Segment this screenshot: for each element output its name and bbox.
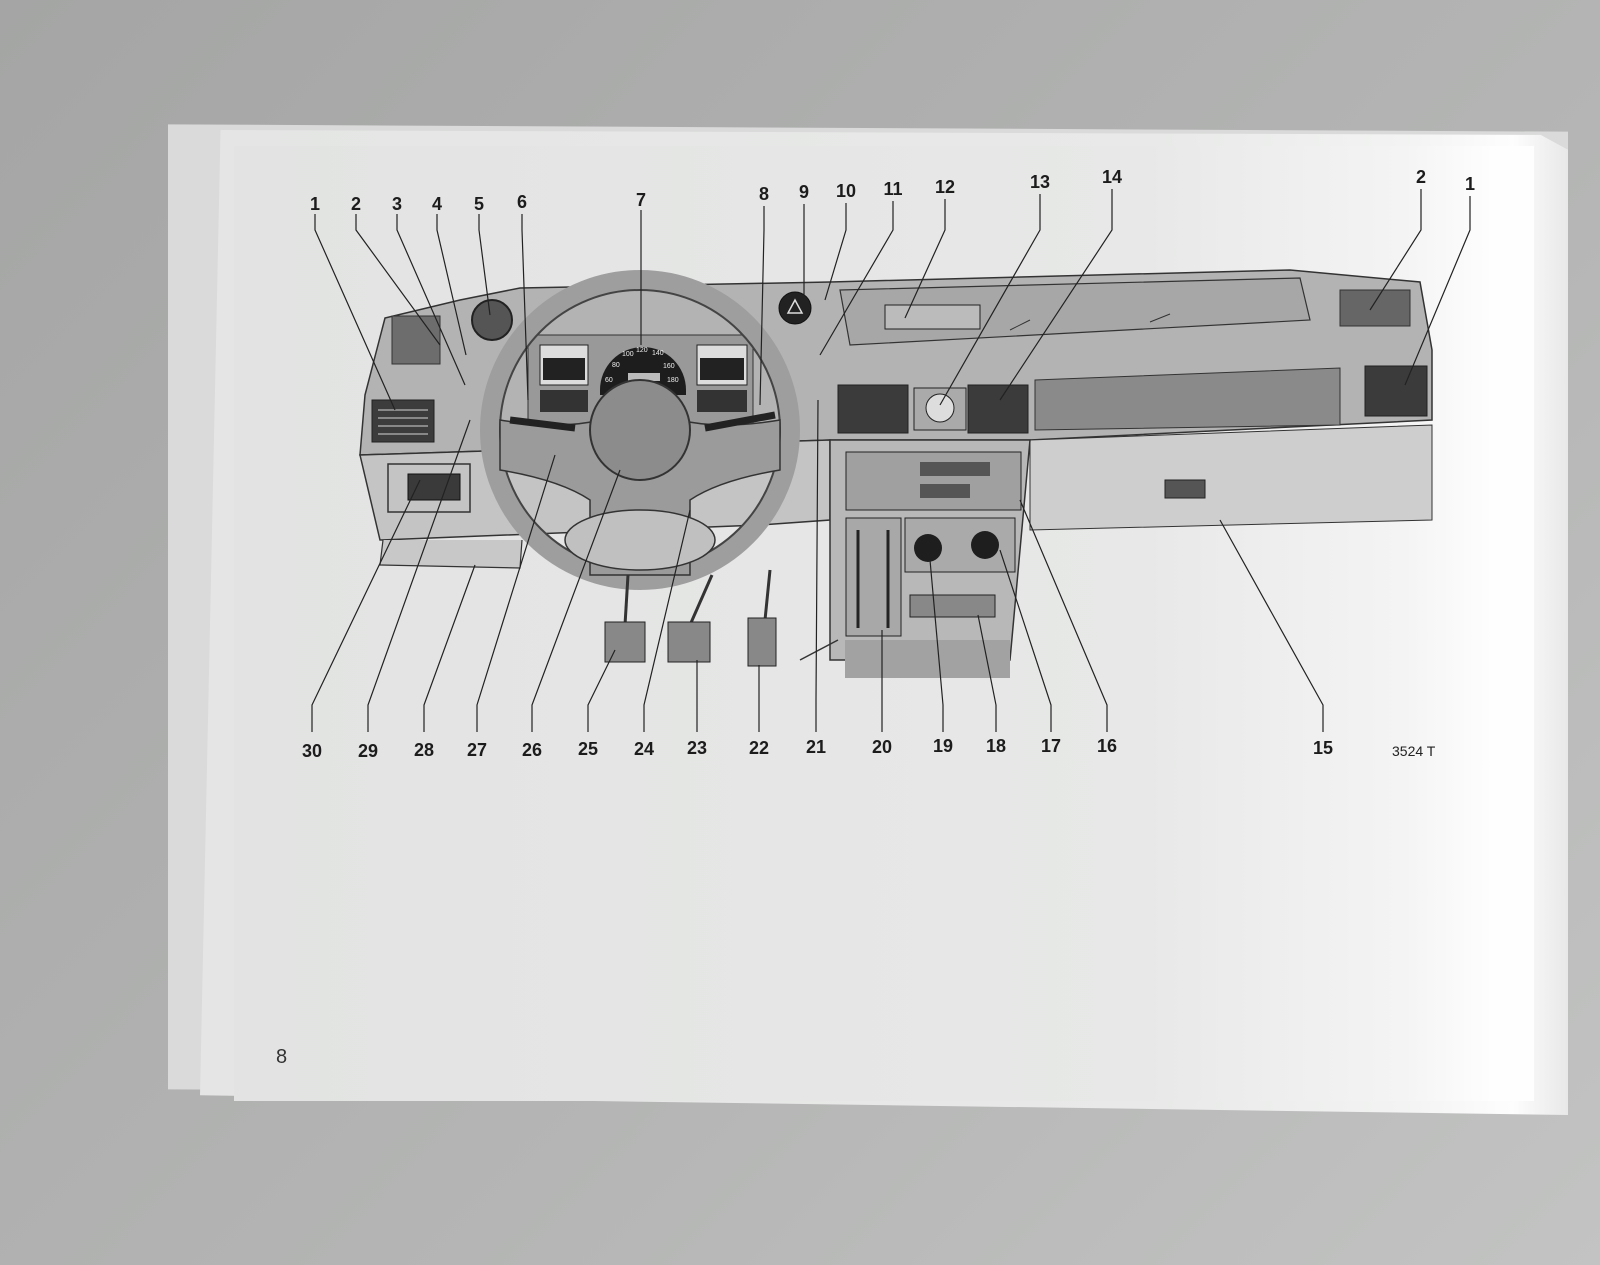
callout-label: 30 [302,741,322,761]
page-number: 8 [276,1046,288,1068]
callout-label: 10 [836,181,856,201]
horn-pad [589,379,691,481]
steering-wheel [480,270,800,590]
callout-label: 19 [933,736,953,756]
callout-label: 12 [935,177,955,197]
leader-lines-top [314,189,1471,411]
clock [925,393,955,423]
callout-label: 26 [522,740,542,760]
glovebox-handle [1164,479,1206,499]
tray-shelf [1034,367,1341,431]
callouts-top: 1 2 3 4 5 6 7 8 9 10 11 12 13 14 2 1 [310,167,1475,214]
speedo-label: 100 [622,351,634,358]
callout-label: 16 [1097,736,1117,756]
rear-fog-switch [407,473,461,501]
fan-switch [914,534,942,562]
callout-label: 29 [358,741,378,761]
callout-label: 6 [517,192,527,212]
heater-controls [845,517,902,637]
right-speaker-grille [1339,289,1411,327]
callout-label: 3 [392,194,402,214]
callout-label: 22 [749,738,769,758]
callout-label: 23 [687,738,707,758]
callout-label: 5 [474,194,484,214]
glovebox [1029,424,1433,531]
callout-label: 1 [1465,174,1475,194]
speedo-label: 160 [663,363,675,370]
callouts-bottom: 30 29 28 27 26 25 24 23 22 21 20 19 18 1… [302,736,1436,761]
brake-pedal [667,621,711,663]
left-air-vent [371,399,435,443]
center-left-vent [837,384,909,434]
leader-lines-bottom [311,399,1324,732]
warning-light-panel [884,304,981,330]
callout-label: 4 [432,194,442,214]
ashtray [909,594,996,618]
callout-label: 21 [806,737,826,757]
instrument-cluster: 60 80 100 120 140 160 180 [527,334,754,431]
speedo-label: 140 [652,350,664,357]
left-speaker-grille [391,315,441,365]
callout-label: 8 [759,184,769,204]
callout-label: 7 [636,190,646,210]
pedals [604,569,839,667]
speedo-label: 80 [612,362,620,369]
center-right-vent [967,384,1029,434]
callout-label: 27 [467,740,487,760]
clutch-pedal [604,621,646,663]
center-console [829,439,1031,678]
callout-label: 14 [1102,167,1122,187]
callout-label: 1 [310,194,320,214]
callout-label: 25 [578,739,598,759]
light-switch [471,299,513,341]
callout-label: 18 [986,736,1006,756]
accelerator-pedal [747,617,777,667]
callout-label: 20 [872,737,892,757]
callout-label: 13 [1030,172,1050,192]
callout-label: 17 [1041,736,1061,756]
callout-label: 15 [1313,738,1333,758]
hazard-switch [778,291,812,325]
callout-label: 2 [1416,167,1426,187]
speedo-label: 60 [605,377,613,384]
figure-code: 3524 T [1392,743,1436,759]
callout-label: 24 [634,739,654,759]
speedo-label: 180 [667,377,679,384]
indicator-stalk [509,416,576,432]
right-air-vent [1364,365,1428,417]
callout-label: 28 [414,740,434,760]
callout-label: 9 [799,182,809,202]
callout-label: 11 [883,179,902,199]
wiper-stalk [704,411,776,432]
radio [845,451,1022,511]
cigarette-lighter [971,531,999,559]
speedo-label: 120 [636,347,648,354]
callout-label: 2 [351,194,361,214]
